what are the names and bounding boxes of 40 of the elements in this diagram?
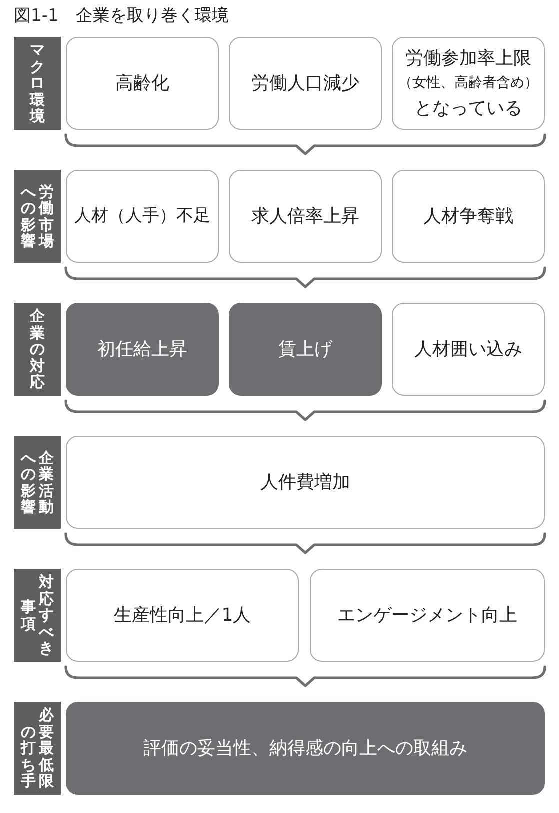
item-text: 評価の妥当性、納得感の向上への取組み [142,737,468,761]
row-label [14,436,61,529]
row-label [14,702,61,795]
item-text: 初任給上昇 [96,338,188,362]
item-box [310,569,545,662]
vertical-label-text: 必要最低限の打ち手 [21,707,54,790]
vertical-label-text: 企業の対応 [30,308,45,391]
item-box [392,303,545,396]
highlight-box [229,303,382,396]
item-box [229,37,382,130]
item-box [66,37,219,130]
row-label [14,569,61,662]
item-box [229,170,382,263]
item-box [66,569,299,662]
item-box [392,37,545,130]
row-label [14,170,61,263]
item-text: 人材争奪戦 [422,205,514,229]
vertical-label-text: マクロ環境 [30,42,45,125]
item-text: 高齢化 [114,72,170,96]
item-box [66,436,545,529]
vertical-label-text: 企業活動への影響 [21,450,54,516]
item-box [66,170,219,263]
item-text: 人件費増加 [260,471,352,495]
item-text: となっている [414,97,524,121]
highlight-box [66,702,545,795]
item-text: 人材（人手）不足 [74,205,212,228]
item-text: 人材囲い込み [414,338,524,362]
vertical-label-text: 労働市場への影響 [21,184,54,250]
item-text: 労働参加率上限 [404,47,532,71]
highlight-box [66,303,219,396]
figure-title: 図1-1 企業を取り巻く環境 [14,5,229,27]
item-text: 生産性向上／1人 [112,604,252,628]
row-label [14,303,61,396]
row-label [14,37,61,130]
item-text: 賃上げ [278,338,334,362]
item-text: 求人倍率上昇 [250,205,360,229]
item-text: 労働人口減少 [250,72,360,96]
item-box [392,170,545,263]
item-text: エンゲージメント向上 [336,604,518,628]
item-text: （女性、高齢者含め） [398,74,540,93]
